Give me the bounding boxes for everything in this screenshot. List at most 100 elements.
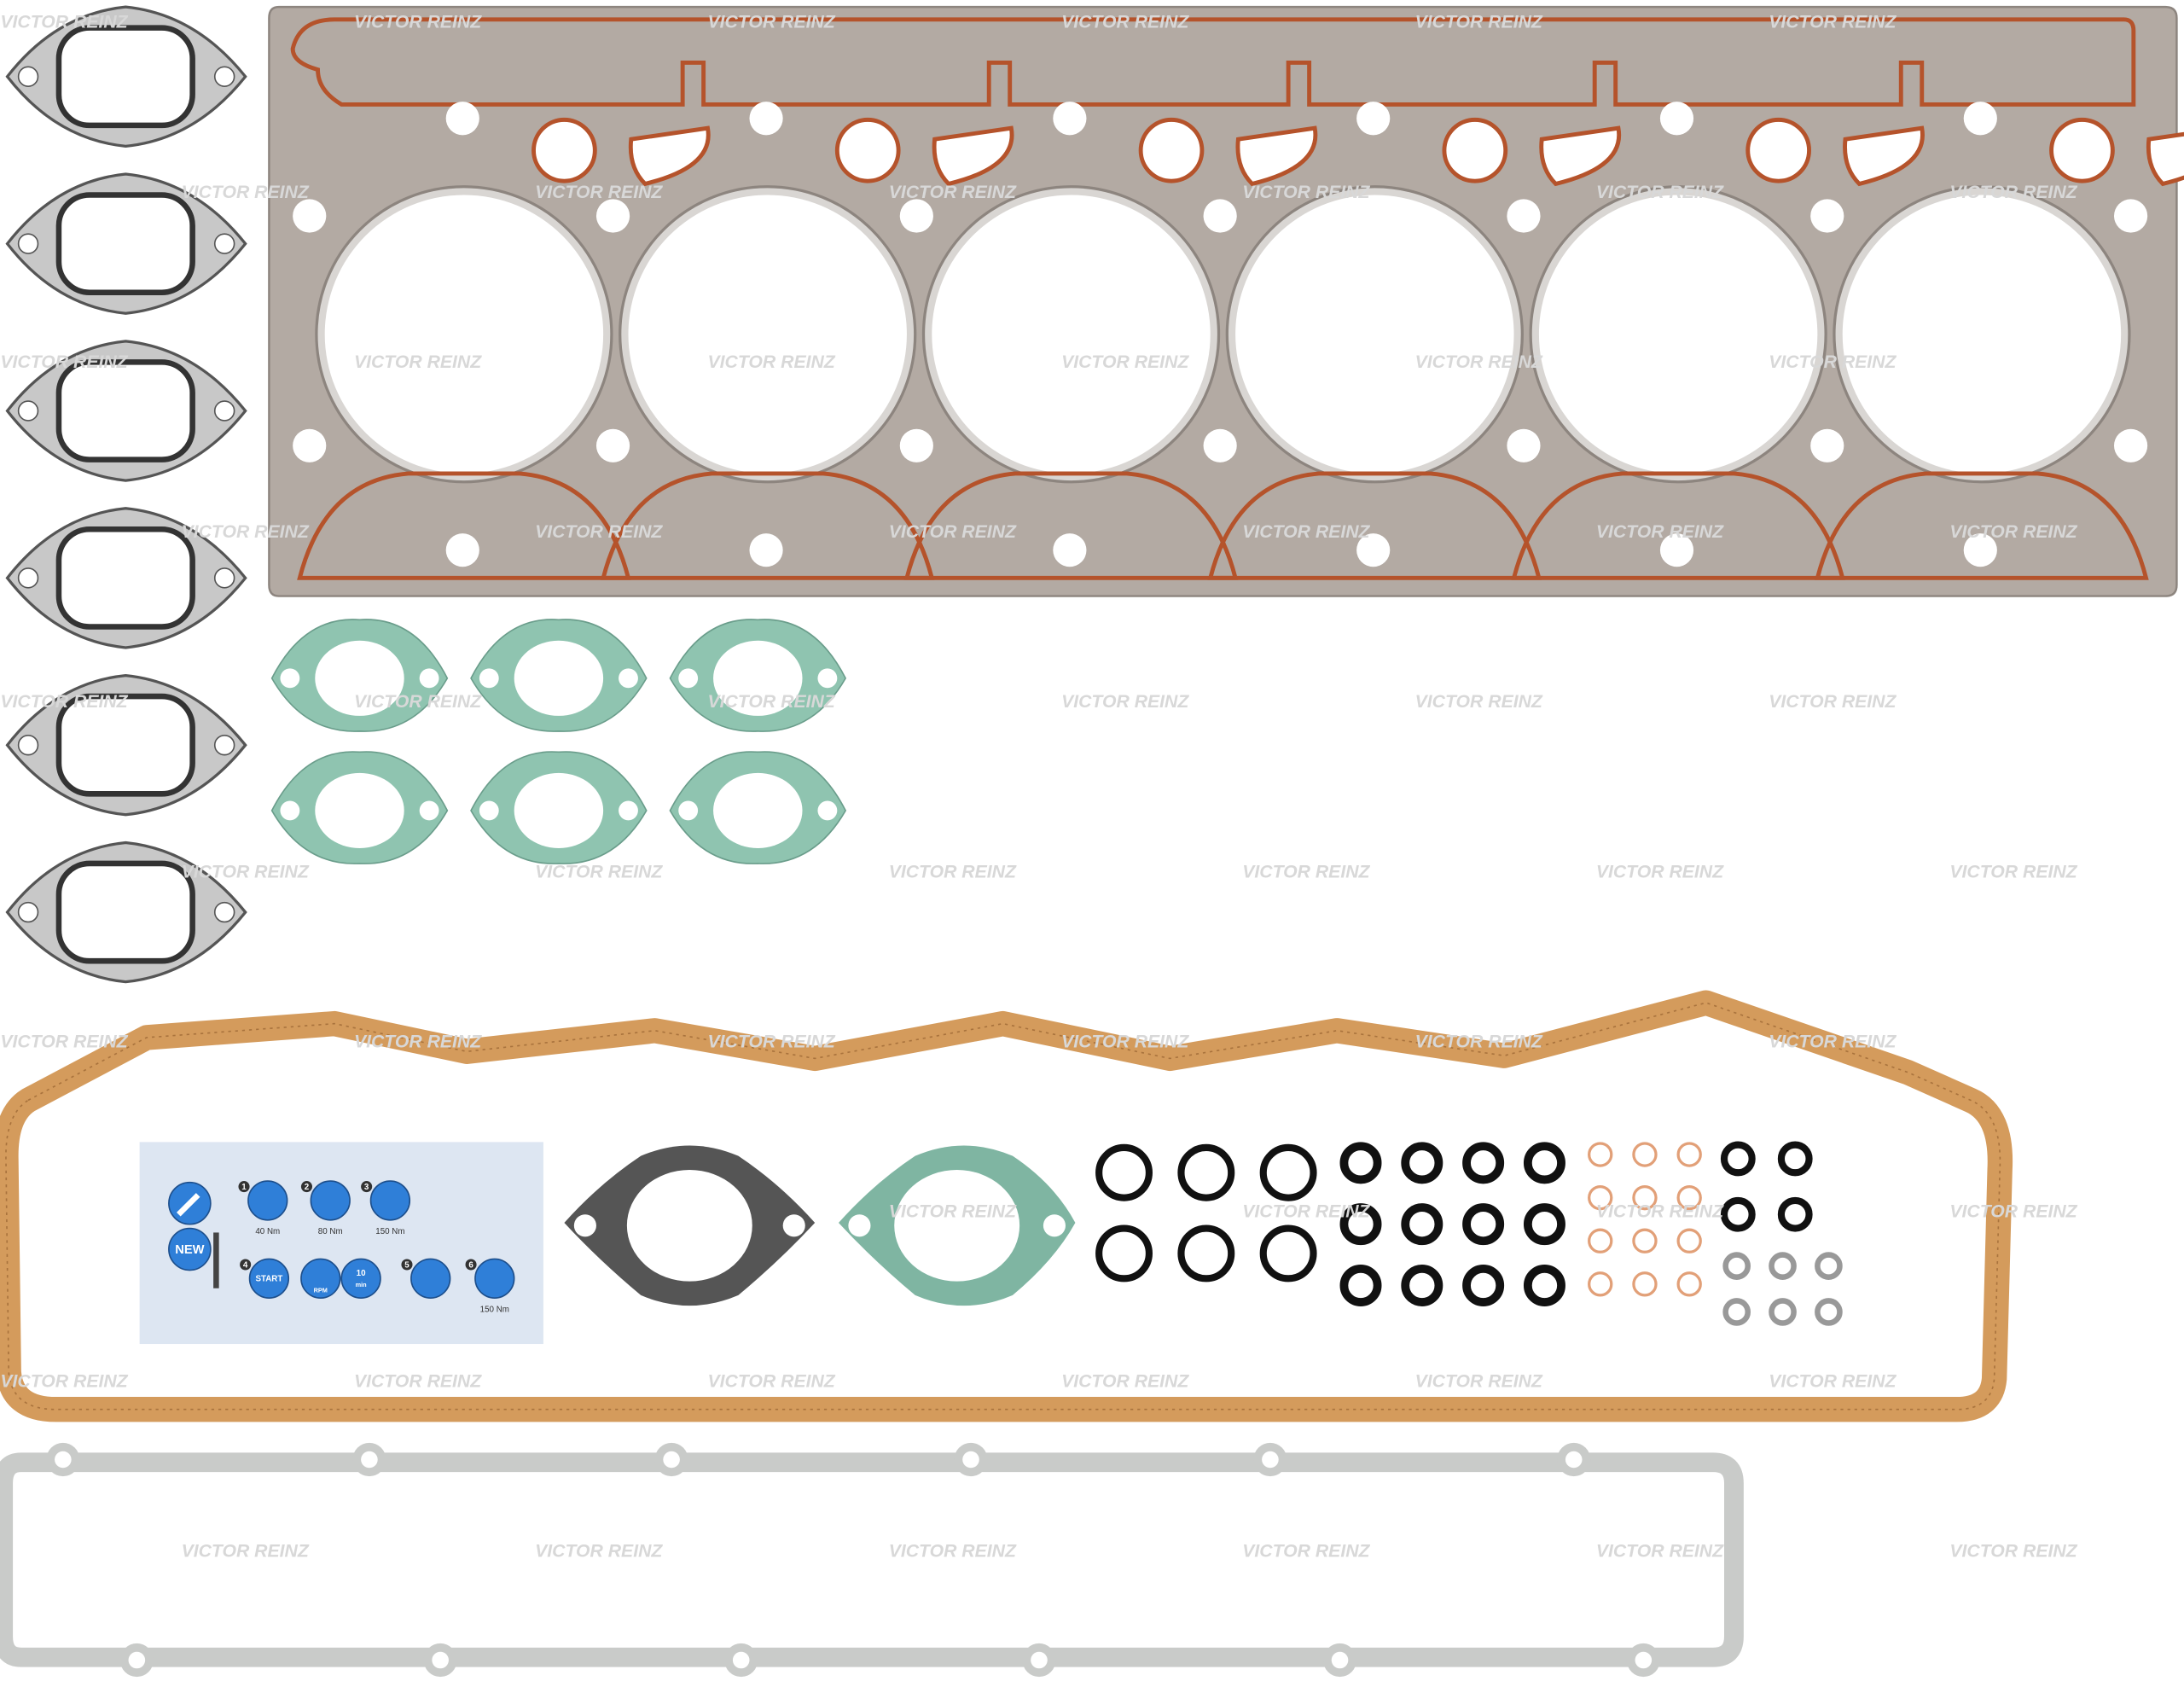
step-number-badge	[361, 1181, 373, 1193]
torque-label: 150 Nm	[375, 1227, 404, 1236]
bolt-hole	[899, 199, 933, 233]
bolt-hole	[2113, 199, 2148, 233]
small-flange-gasket	[669, 619, 847, 732]
valve-cover-gasket	[0, 990, 2013, 1422]
o-ring	[1676, 1271, 1702, 1297]
o-ring	[1095, 1224, 1153, 1283]
o-ring	[1815, 1252, 1843, 1280]
o-ring	[1462, 1142, 1505, 1184]
manifold-gasket	[5, 5, 247, 148]
o-ring	[1339, 1142, 1382, 1184]
manifold-gasket	[5, 507, 247, 649]
o-ring	[1769, 1298, 1797, 1326]
watermark-text: VICTOR REINZ	[889, 862, 1017, 881]
bolt-hole	[1810, 428, 1844, 462]
watermark-text: VICTOR REINZ	[1949, 1542, 2077, 1562]
o-ring	[1632, 1142, 1658, 1167]
torque-icon	[474, 1258, 515, 1299]
o-ring	[1588, 1184, 1613, 1211]
watermark-text: VICTOR REINZ	[1415, 1372, 1543, 1392]
bolt-hole	[595, 428, 630, 462]
torque-icon	[248, 1258, 290, 1299]
bolt-hole	[1203, 428, 1237, 462]
bolt-hole	[1810, 199, 1844, 233]
green-flange-gasket	[838, 1145, 1076, 1306]
o-ring	[1523, 1203, 1565, 1246]
bolt-hole	[293, 199, 327, 233]
bolt-hole	[899, 428, 933, 462]
manifold-gasket	[5, 172, 247, 315]
manifold-gaskets	[5, 5, 247, 984]
o-ring	[1676, 1142, 1702, 1167]
manifold-gasket	[5, 673, 247, 817]
timer-value: 10	[357, 1269, 366, 1278]
o-ring	[1401, 1203, 1443, 1246]
o-ring	[1777, 1196, 1813, 1232]
new-icon	[168, 1227, 212, 1271]
o-ring	[1815, 1298, 1843, 1326]
step-number: 6	[468, 1260, 473, 1270]
o-ring	[1722, 1298, 1751, 1326]
o-ring	[1339, 1264, 1382, 1306]
watermark-text: VICTOR REINZ	[1596, 1201, 1724, 1221]
o-ring	[1676, 1228, 1702, 1253]
black-flange-gasket	[564, 1145, 816, 1306]
o-ring	[1462, 1203, 1505, 1246]
o-ring	[1523, 1142, 1565, 1184]
step-number-badge	[240, 1259, 252, 1271]
bolt-hole	[445, 102, 479, 136]
watermark-text: VICTOR REINZ	[1061, 692, 1189, 712]
o-ring	[1401, 1264, 1443, 1306]
o-ring	[1177, 1224, 1235, 1283]
bolt-hole	[595, 199, 630, 233]
timer-icon	[340, 1258, 381, 1299]
step-number: 3	[364, 1183, 369, 1192]
small-flange-gasket	[669, 751, 847, 864]
watermark-text: VICTOR REINZ	[1596, 1542, 1724, 1562]
watermark-text: VICTOR REINZ	[1596, 862, 1724, 881]
watermark-text: VICTOR REINZ	[535, 1542, 663, 1562]
torque-icon	[369, 1180, 411, 1221]
side-cover-gasket	[0, 1442, 1744, 1678]
watermark-text: VICTOR REINZ	[708, 1372, 836, 1392]
o-ring	[1632, 1271, 1658, 1297]
bolt-hole	[1203, 199, 1237, 233]
timer-unit: min	[356, 1281, 368, 1288]
torque-label: 80 Nm	[318, 1227, 343, 1236]
o-ring	[1401, 1142, 1443, 1184]
bolt-hole	[1963, 533, 1997, 567]
o-ring	[1720, 1196, 1756, 1232]
bolt-hole	[1507, 428, 1541, 462]
bolt-icon	[213, 1232, 219, 1288]
small-flange-gasket	[470, 619, 648, 732]
watermark-text: VICTOR REINZ	[1949, 1201, 2077, 1221]
bolt-hole	[1053, 102, 1087, 136]
watermark-text: VICTOR REINZ	[1769, 1372, 1896, 1392]
torque-label: 40 Nm	[255, 1227, 280, 1236]
rotate-icon	[410, 1258, 451, 1299]
o-ring	[1177, 1143, 1235, 1201]
bolt-hole	[1659, 102, 1694, 136]
step-number: 2	[305, 1183, 310, 1192]
watermark-text: VICTOR REINZ	[1415, 692, 1543, 712]
watermark-text: VICTOR REINZ	[1949, 862, 2077, 881]
bolt-hole	[749, 533, 783, 567]
bolt-hole	[749, 102, 783, 136]
manifold-gasket	[5, 340, 247, 482]
o-ring	[1259, 1143, 1317, 1201]
bolt-hole	[1356, 102, 1391, 136]
wrench-icon	[168, 1181, 212, 1225]
small-flange-gasket	[470, 751, 648, 864]
o-ring	[1777, 1141, 1813, 1177]
watermark-text: VICTOR REINZ	[1242, 1542, 1370, 1562]
rpm-label: RPM	[314, 1287, 328, 1294]
o-ring	[1632, 1228, 1658, 1253]
o-ring	[1722, 1252, 1751, 1280]
o-ring	[1720, 1141, 1756, 1177]
step-number-badge	[401, 1259, 413, 1271]
watermark-text: VICTOR REINZ	[354, 1372, 482, 1392]
step-number: 5	[404, 1260, 410, 1270]
o-ring	[1259, 1224, 1317, 1283]
small-flange-gasket	[270, 751, 449, 864]
